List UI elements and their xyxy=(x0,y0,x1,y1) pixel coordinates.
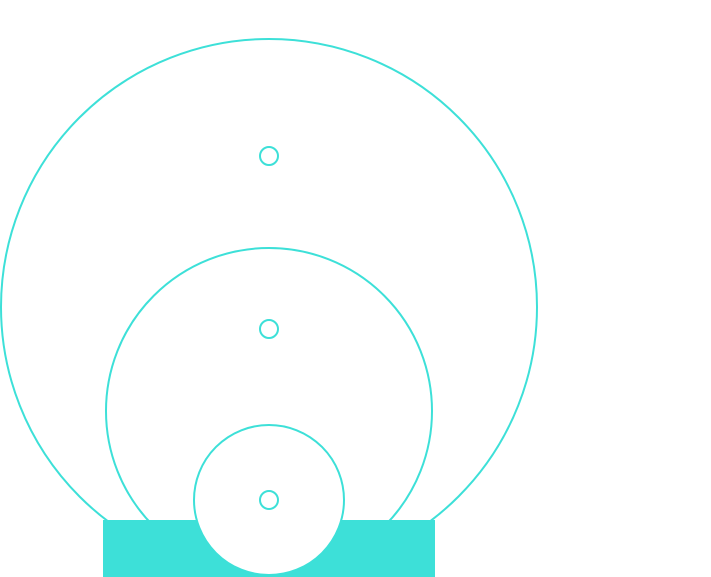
outer-circle-center-dot xyxy=(259,146,279,166)
inner-circle-center-dot xyxy=(259,490,279,510)
middle-circle-center-dot xyxy=(259,319,279,339)
